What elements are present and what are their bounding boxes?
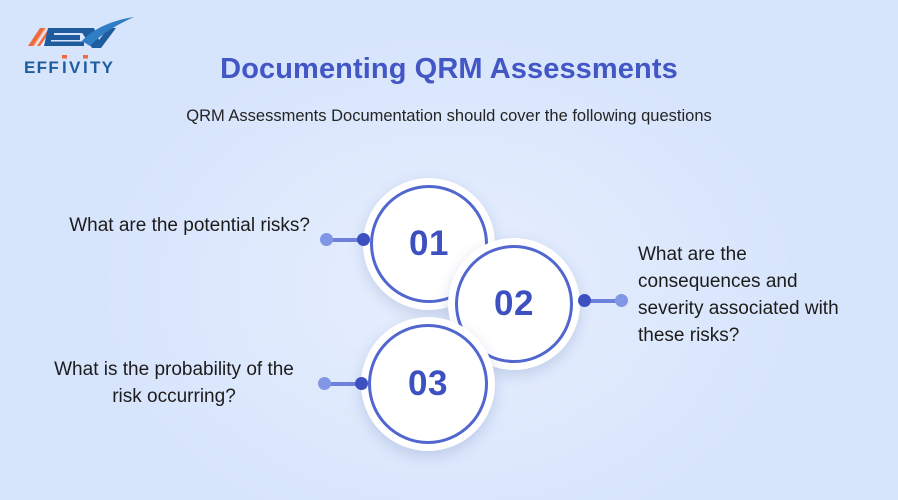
connector-step-02 [578,294,628,308]
effivity-logo: EFF I V I TY [22,16,142,78]
svg-text:TY: TY [90,58,114,77]
svg-text:I: I [83,58,89,77]
connector-dot-outer [320,233,333,246]
connector-line [324,238,366,242]
svg-text:I: I [62,58,68,77]
step-number-02: 02 [494,284,534,323]
step-label-03: What is the probability of the risk occu… [54,359,294,407]
connector-line [582,299,624,303]
logo-wordmark: EFF I V I TY [24,58,114,77]
connector-line [322,382,364,386]
connector-dot-inner [357,233,370,246]
connector-dot-inner [578,294,591,307]
connector-dot-outer [318,377,331,390]
page-title: Documenting QRM Assessments [220,53,678,85]
svg-text:EFF: EFF [24,58,60,77]
page-subtitle: QRM Assessments Documentation should cov… [186,107,712,125]
step-circle-ring [368,324,488,444]
step-circle-03[interactable]: 03 [361,317,495,451]
step-label-01: What are the potential risks? [69,215,310,236]
effivity-logo-svg: EFF I V I TY [24,17,134,77]
connector-dot-inner [355,377,368,390]
step-circle-ring [455,245,573,363]
connector-step-01 [320,233,370,247]
step-number-01: 01 [409,224,449,263]
logo-i-dot-1 [62,55,67,59]
svg-text:V: V [69,58,82,77]
connector-step-03 [318,377,368,391]
connector-dot-outer [615,294,628,307]
step-label-02: What are the consequences and severity a… [638,244,839,346]
step-number-03: 03 [408,364,448,403]
logo-ev-monogram [44,17,134,48]
logo-i-dot-2 [83,55,88,59]
